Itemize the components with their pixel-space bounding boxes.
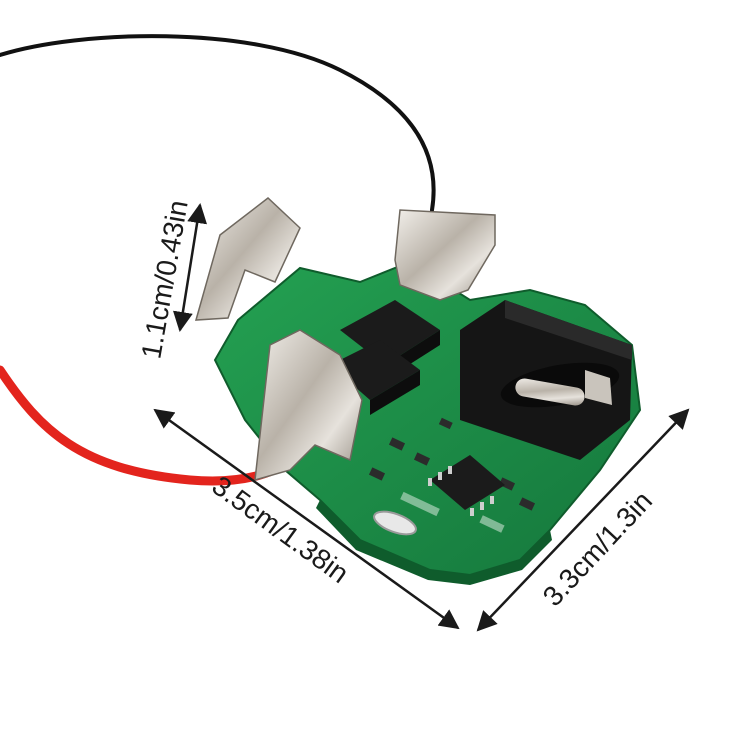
height-arrow: [172, 203, 208, 332]
length-arrow: [153, 408, 460, 630]
width-arrow: [476, 408, 690, 632]
metal-terminal: [394, 209, 496, 301]
height-label: 1.1cm/0.43in: [135, 198, 193, 361]
metal-terminal: [194, 197, 301, 321]
height-dimension: 1.1cm/0.43in: [135, 198, 208, 361]
mosfet-chip: [330, 340, 420, 415]
black-wire: [0, 34, 436, 212]
